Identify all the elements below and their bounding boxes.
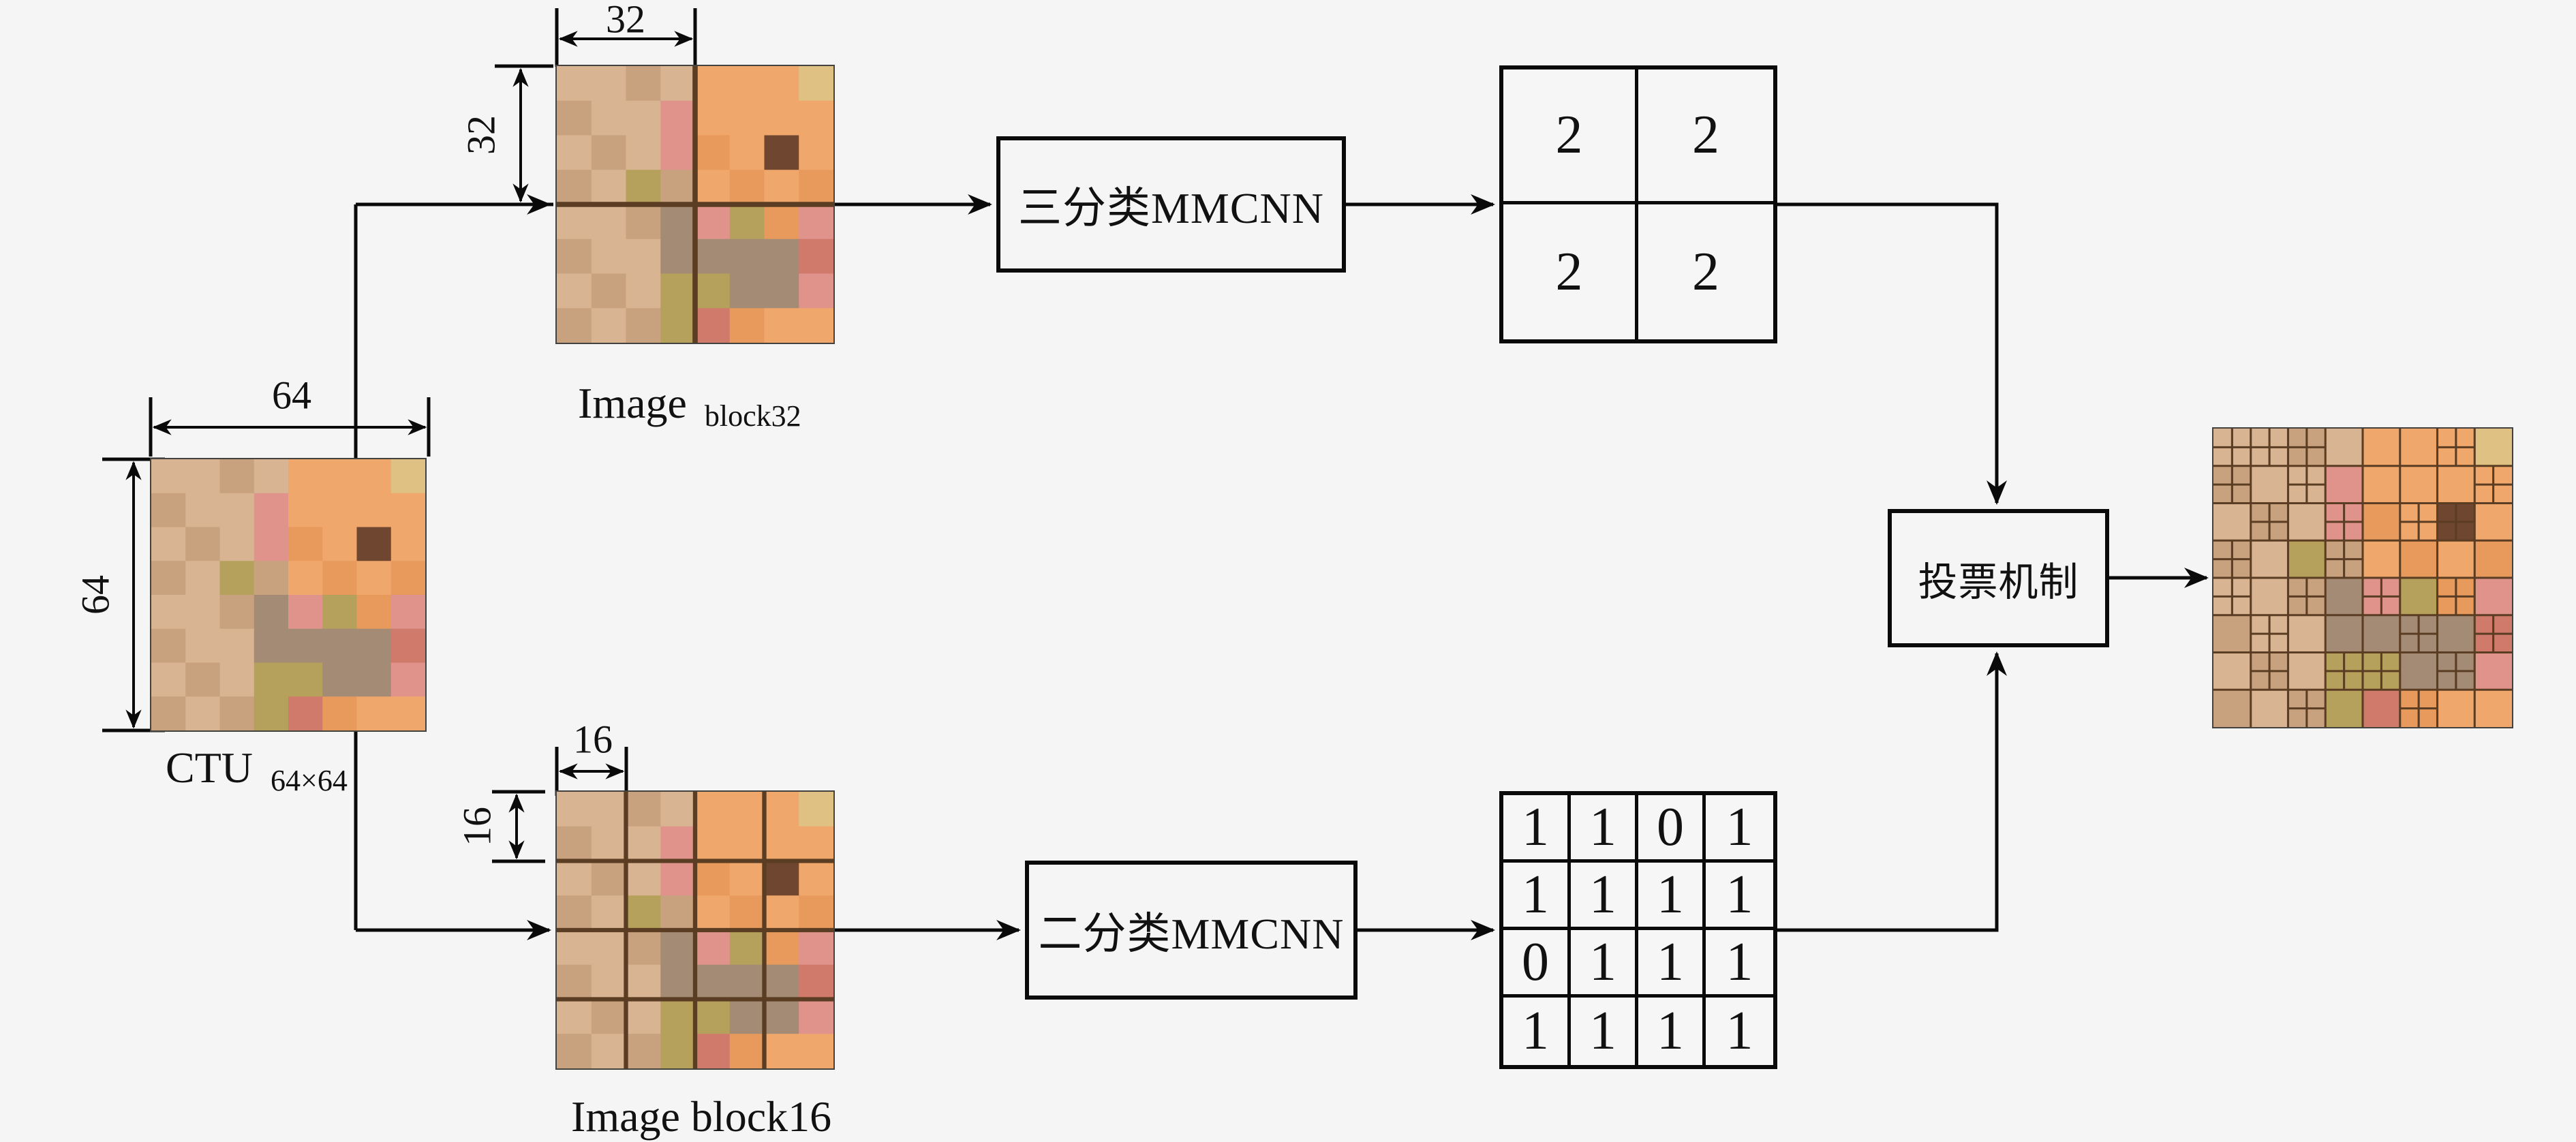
matrix-cell: 1 [1638,930,1706,998]
matrix-cell: 1 [1571,930,1638,998]
voting-mechanism-box: 投票机制 [1888,509,2109,647]
matrix-cell: 1 [1638,998,1706,1065]
ctu-caption-main: CTU [166,743,253,792]
block16-dim-top-label: 16 [573,717,613,762]
matrix-cell: 1 [1706,998,1773,1065]
matrix-cell: 1 [1503,863,1571,930]
matrix-cell: 1 [1571,863,1638,930]
voting-mechanism-label: 投票机制 [1918,559,2079,604]
matrix-cell: 1 [1706,930,1773,998]
result-picture [2212,427,2513,728]
binary-class-mmcnn-label: 二分类MMCNN [1038,910,1345,958]
ctu-dim-left-label: 64 [73,575,118,615]
matrix-cell: 2 [1503,70,1638,204]
block32-dim-left-label: 32 [459,115,504,155]
ctu-picture [150,458,427,732]
ctu-caption-subscript: 64×64 [271,764,348,797]
ctu-dim-top-label: 64 [272,373,311,418]
matrix-cell: 2 [1638,204,1773,339]
matrix-cell: 1 [1706,863,1773,930]
binary-class-mmcnn-box: 二分类MMCNN [1025,861,1358,1000]
block32-caption: Image block32 [578,378,801,433]
block32-picture [555,65,835,344]
block32-mosaic [557,66,833,343]
block32-grid-overlay [557,66,833,343]
matrix-cell: 1 [1706,795,1773,863]
block16-caption-main: Image block16 [571,1092,832,1141]
ctu-mosaic [151,459,425,730]
matrix-cell: 1 [1571,795,1638,863]
matrix-cell: 0 [1503,930,1571,998]
matrix-cell: 1 [1503,795,1571,863]
matrix-cell: 2 [1638,70,1773,204]
three-class-mmcnn-box: 三分类MMCNN [996,136,1346,273]
block32-dim-top-label: 32 [606,0,645,42]
block16-picture [555,790,835,1070]
matrix-cell: 1 [1571,998,1638,1065]
block32-caption-subscript: block32 [704,399,801,433]
three-class-mmcnn-label: 三分类MMCNN [1018,184,1324,232]
matrix-cell: 2 [1503,204,1638,339]
block16-mosaic [557,792,833,1068]
block16-grid-overlay [557,792,833,1068]
block32-caption-main: Image [578,379,687,427]
arrow-matrix4-to-voting [1777,651,2007,932]
result-partition-overlay [2213,429,2512,727]
matrix-cell: 1 [1638,863,1706,930]
arrow-matrix2-to-voting [1777,202,2007,505]
block16-caption: Image block16 [571,1092,831,1142]
matrix-cell: 1 [1503,998,1571,1065]
matrix-cell: 0 [1638,795,1706,863]
ctu-caption: CTU 64×64 [166,743,348,797]
block16-dim-left-label: 16 [455,807,500,846]
